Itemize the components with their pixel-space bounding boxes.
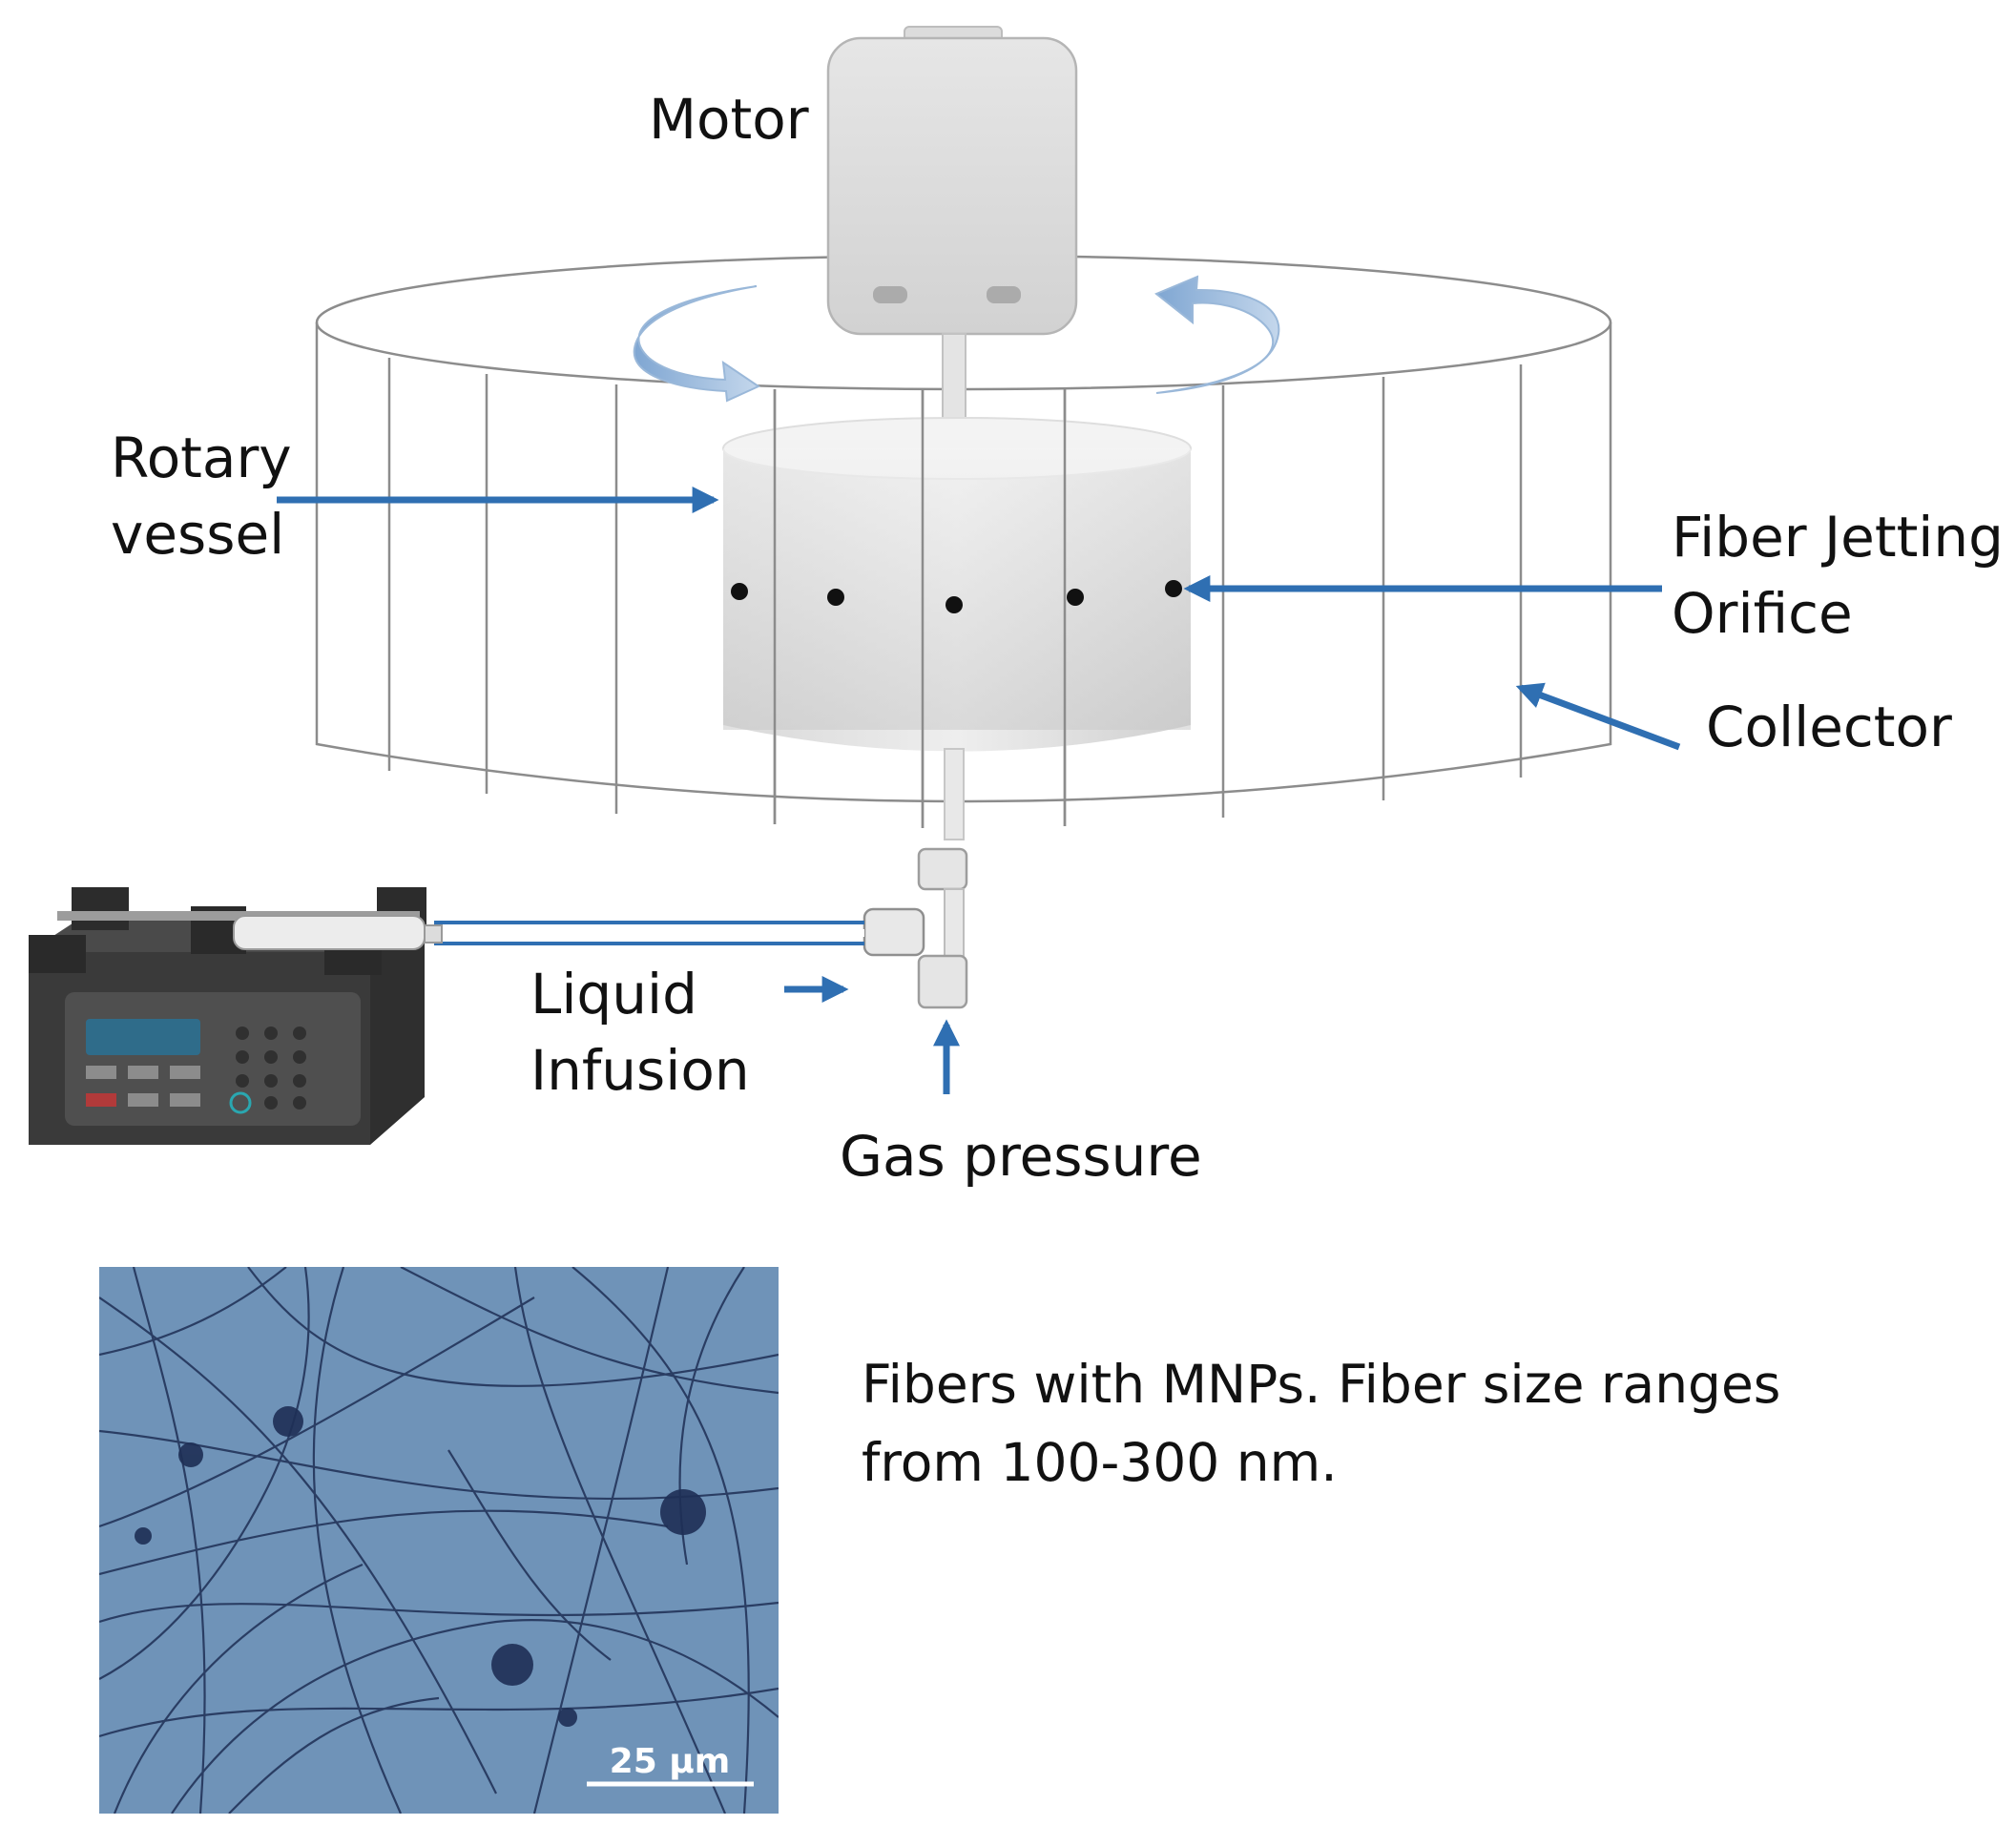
fitting-top <box>917 847 968 891</box>
liquid-label-line1: Liquid <box>530 962 697 1027</box>
orifice-dot <box>946 596 963 613</box>
fitting-bottom <box>917 954 968 1009</box>
collector-arrow-icon <box>1515 682 1681 751</box>
orifices <box>731 580 1182 613</box>
connector-fittings <box>863 847 968 1009</box>
vessel-shaft <box>944 748 965 840</box>
gas-label: Gas pressure <box>840 1124 1202 1189</box>
scale-bar-label: 25 µm <box>610 1742 731 1781</box>
orifice-label-line2: Orifice <box>1672 581 1853 646</box>
orifice-label-line1: Fiber Jetting <box>1672 505 2004 570</box>
caption-line2: from 100-300 nm. <box>862 1432 1338 1493</box>
micrograph-background <box>99 1267 779 1814</box>
motor-label: Motor <box>649 87 809 152</box>
rotary-vessel <box>722 389 1192 840</box>
rotary-label-line2: vessel <box>111 502 284 567</box>
motor-slot-left <box>873 286 907 303</box>
orifice-dot <box>1067 589 1084 606</box>
orifice-dot <box>1165 580 1182 597</box>
orifice-dot <box>827 589 844 606</box>
motor-slot-right <box>987 286 1021 303</box>
liquid-label-line2: Infusion <box>530 1038 750 1103</box>
motor-body <box>826 36 1078 336</box>
rotary-label-line1: Rotary <box>111 425 292 490</box>
syringe-icon <box>233 915 426 950</box>
pointer-arrows <box>277 487 1681 1094</box>
fiber-micrograph: 25 µm <box>99 1267 779 1814</box>
nanoparticle-clusters <box>135 1406 706 1727</box>
rotation-arrows <box>633 275 1280 403</box>
rotation-arrow-right-icon <box>1154 275 1280 394</box>
fitting-side <box>863 907 925 957</box>
motor <box>826 26 1078 421</box>
syringe-pump <box>29 887 864 1145</box>
collector-label: Collector <box>1706 695 1952 759</box>
orifice-dot <box>731 583 748 600</box>
pump-display <box>86 1019 200 1055</box>
caption-line1: Fibers with MNPs. Fiber size ranges <box>862 1354 1780 1415</box>
motor-shaft <box>942 333 966 421</box>
rotation-arrow-left-icon <box>633 285 761 403</box>
